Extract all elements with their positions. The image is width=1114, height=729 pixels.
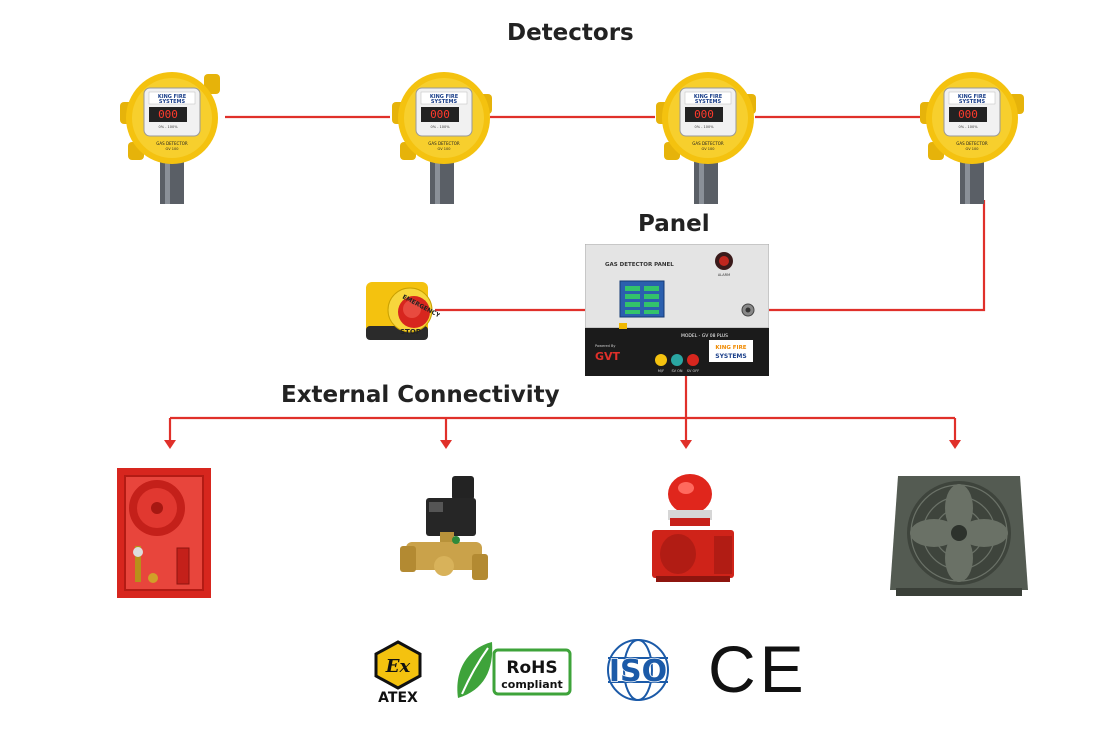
iso-certification: ISO: [598, 638, 678, 702]
gas-detector-1: KING FIRE SYSTEMS 000 0% - 100% GAS DETE…: [110, 62, 230, 204]
detector-range: 0% - 100%: [158, 125, 178, 129]
exhaust-fan: [890, 470, 1028, 598]
detector-brand-top: KING FIRE: [158, 94, 187, 100]
gas-detector-panel: GAS DETECTOR PANEL ALARM MODEL - GV 08 P…: [584, 243, 770, 376]
detector-brand-top: KING FIRE: [958, 94, 987, 100]
rohs-subtitle: compliant: [501, 678, 562, 691]
gas-detector-4: KING FIRE SYSTEMS 000 0% - 100% GAS DETE…: [914, 62, 1034, 204]
panel-model: MODEL - GV 08 PLUS: [681, 333, 728, 339]
panel-heading: Panel: [638, 211, 710, 237]
control-panel-icon: GAS DETECTOR PANEL ALARM MODEL - GV 08 P…: [584, 243, 770, 376]
detector-brand-bottom: SYSTEMS: [695, 99, 722, 105]
fire-hose-cabinet: [117, 468, 211, 598]
detector-brand-top: KING FIRE: [430, 94, 459, 100]
detector-display: 000: [158, 108, 178, 121]
detector-brand-bottom: SYSTEMS: [431, 99, 458, 105]
detector-label: GAS DETECTOR: [956, 141, 988, 146]
detector-label: GAS DETECTOR: [692, 141, 724, 146]
detector-range: 0% - 100%: [958, 125, 978, 129]
panel-brand-bottom: SYSTEMS: [715, 353, 746, 360]
detector-label: GAS DETECTOR: [428, 141, 460, 146]
panel-brand-top: KING FIRE: [715, 345, 746, 351]
atex-certification: Ex ATEX: [370, 640, 426, 706]
panel-led-label-2: SV ON: [671, 369, 682, 373]
detector-range: 0% - 100%: [694, 125, 714, 129]
detector-label: GAS DETECTOR: [156, 141, 188, 146]
detector-model: GV 100: [166, 147, 179, 151]
detector-display: 000: [694, 108, 714, 121]
detector-brand-bottom: SYSTEMS: [159, 99, 186, 105]
detectors-heading: Detectors: [507, 20, 634, 46]
solenoid-valve: [396, 470, 492, 590]
atex-hexagon-icon: Ex ATEX: [374, 640, 422, 706]
gas-detector-3: KING FIRE SYSTEMS 000 0% - 100% GAS DETE…: [646, 62, 766, 204]
panel-led-label-3: SV OFF: [687, 369, 700, 373]
detector-model: GV 100: [966, 147, 979, 151]
panel-powered-by: Powered By: [595, 344, 615, 348]
external-connectivity-heading: External Connectivity: [281, 382, 560, 408]
rohs-leaf-icon: RoHS compliant: [457, 642, 572, 698]
panel-powered-brand: GVT: [595, 350, 621, 363]
detector-display: 000: [958, 108, 978, 121]
atex-symbol: Ex: [385, 656, 411, 677]
panel-led-label-1: M/F: [658, 369, 664, 373]
panel-title: GAS DETECTOR PANEL: [605, 262, 674, 268]
atex-label: ATEX: [378, 690, 418, 704]
iso-globe-icon: ISO: [607, 639, 669, 701]
detector-display: 000: [430, 108, 450, 121]
rohs-certification: RoHS compliant: [454, 640, 574, 700]
rohs-title: RoHS: [506, 658, 557, 678]
gas-detector-2: KING FIRE SYSTEMS 000 0% - 100% GAS DETE…: [382, 62, 502, 204]
siren-hooter-icon: [652, 474, 734, 582]
ce-mark: CE: [708, 632, 808, 706]
solenoid-valve-icon: [400, 476, 488, 580]
emergency-stop-button: EMERGENCY STOP: [362, 276, 442, 346]
fire-hose-cabinet-icon: [117, 468, 211, 598]
detector-brand-bottom: SYSTEMS: [959, 99, 986, 105]
gas-detector-icon: KING FIRE SYSTEMS 000 0% - 100% GAS DETE…: [392, 72, 492, 204]
detector-brand-top: KING FIRE: [694, 94, 723, 100]
detector-range: 0% - 100%: [430, 125, 450, 129]
detector-model: GV 100: [438, 147, 451, 151]
siren-hooter: [648, 472, 742, 590]
gas-detector-icon: KING FIRE SYSTEMS 000 0% - 100% GAS DETE…: [656, 72, 756, 204]
emergency-stop-icon: EMERGENCY STOP: [366, 282, 442, 340]
exhaust-fan-icon: [890, 476, 1028, 596]
gas-detector-icon: KING FIRE SYSTEMS 000 0% - 100% GAS DETE…: [920, 72, 1024, 204]
iso-label: ISO: [609, 654, 667, 689]
detector-model: GV 100: [702, 147, 715, 151]
emergency-text-bottom: STOP: [400, 328, 421, 336]
gas-detector-icon: KING FIRE SYSTEMS 000 0% - 100% GAS DETE…: [120, 72, 220, 204]
panel-alarm-label: ALARM: [718, 273, 730, 277]
